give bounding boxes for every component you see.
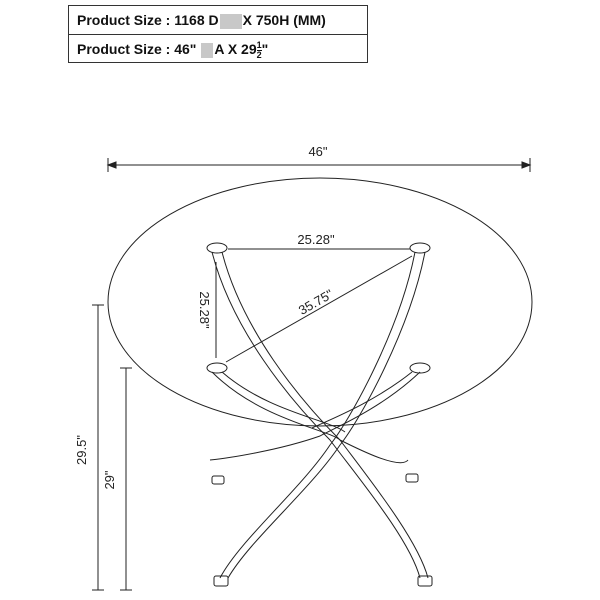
metric-size-prefix: Product Size : 1168 D <box>77 12 219 28</box>
arrow-left <box>106 161 117 169</box>
leg-span-diagonal-line <box>225 255 413 363</box>
arrow-right <box>521 161 532 169</box>
redaction-mark <box>219 13 242 29</box>
leg-span-diagonal-label: 35.75" <box>296 286 336 318</box>
leg-1 <box>211 251 421 579</box>
leg-3 <box>211 371 409 464</box>
leg-pad <box>206 362 228 374</box>
imperial-size-prefix: Product Size : 46" <box>77 41 197 57</box>
metric-size-suffix: X 750H (MM) <box>242 12 326 28</box>
glass-tabletop <box>107 177 533 427</box>
leg-pad <box>409 362 431 374</box>
imperial-size-suffix: " <box>261 41 269 57</box>
leg-4 <box>209 371 421 461</box>
leg-2 <box>219 251 416 579</box>
foot <box>213 575 229 587</box>
foot <box>417 575 433 587</box>
leg-span-vertical-label: 25.28" <box>197 291 212 329</box>
leg-pad <box>409 242 431 254</box>
leg-span-horizontal-label: 25.28" <box>297 232 335 247</box>
redaction-mark <box>201 42 214 58</box>
metric-size-row: Product Size : 1168 D X 750H (MM) <box>69 6 367 35</box>
foot <box>211 475 225 485</box>
leg-pad <box>206 242 228 254</box>
total-height-label: 29.5" <box>74 435 89 465</box>
product-size-table: Product Size : 1168 D X 750H (MM) Product… <box>68 5 368 63</box>
diameter-label: 46" <box>308 144 327 159</box>
imperial-size-mid: A X 29 <box>214 41 257 57</box>
leg-height-label: 29" <box>102 470 117 489</box>
foot <box>405 473 419 483</box>
